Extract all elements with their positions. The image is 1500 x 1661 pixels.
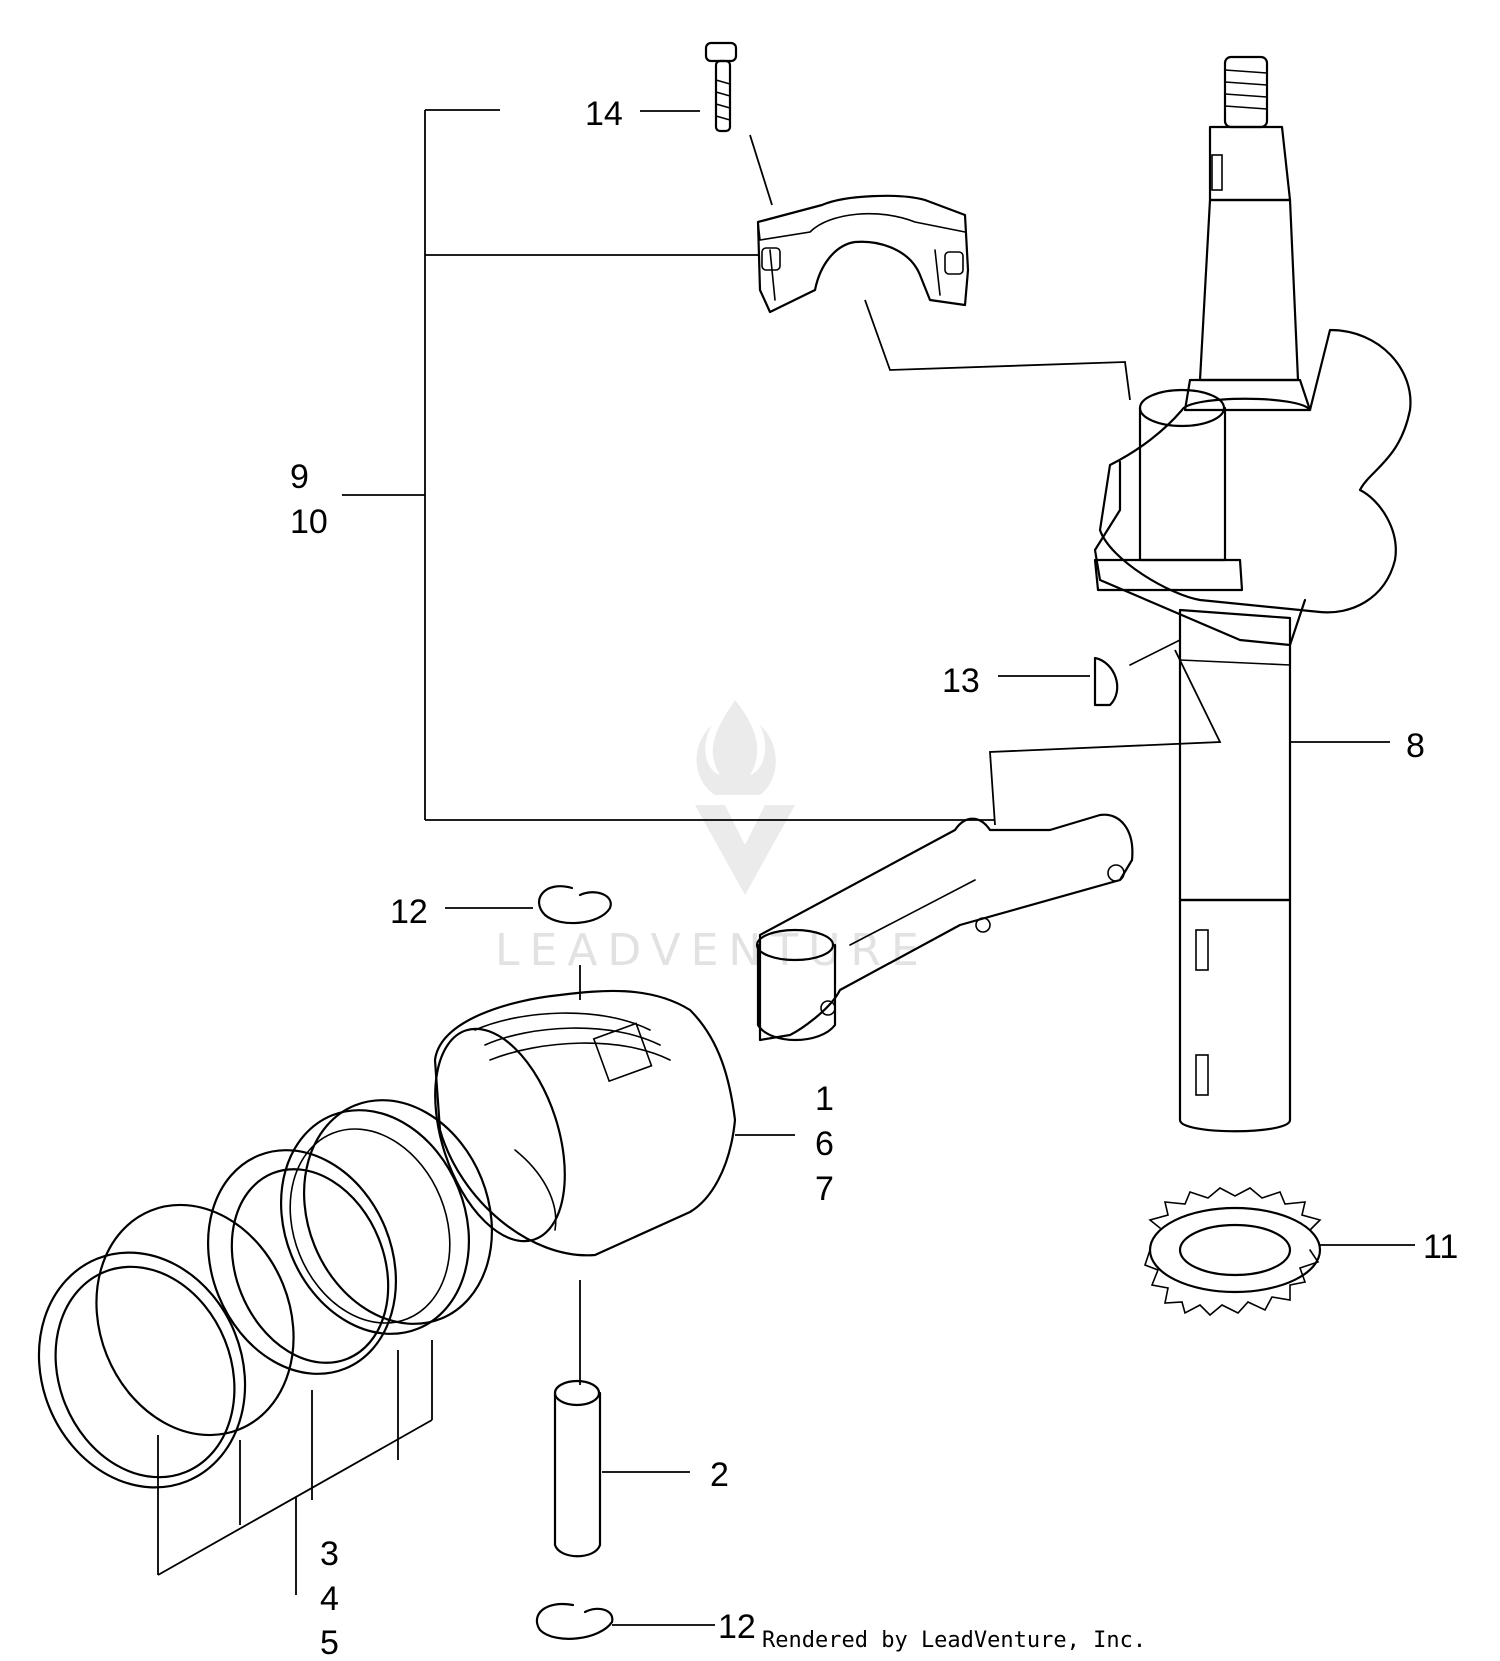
footer-credit: Rendered by LeadVenture, Inc. — [762, 1628, 1146, 1653]
callout-7: 7 — [815, 1170, 834, 1208]
piston-pin-part — [553, 1280, 690, 1558]
callout-14: 14 — [585, 95, 623, 133]
rod-cap-part — [756, 194, 1131, 401]
callout-8: 8 — [1406, 727, 1425, 765]
v-logo-icon — [695, 805, 795, 895]
piston-part — [433, 965, 795, 1257]
callout-12-bottom: 12 — [718, 1608, 756, 1646]
callout-5: 5 — [320, 1624, 339, 1656]
callout-13: 13 — [942, 662, 980, 700]
callout-12-top: 12 — [390, 893, 428, 931]
callout-2: 2 — [710, 1456, 729, 1494]
callout-11: 11 — [1423, 1228, 1458, 1266]
circlip-bottom-part — [535, 1602, 715, 1640]
piston-rings-part — [37, 1099, 494, 1595]
flame-logo-icon — [696, 700, 776, 795]
crankshaft-part — [1093, 55, 1412, 1133]
leadventure-watermark: LEADVENTURE — [495, 700, 929, 976]
bracket-9-10 — [342, 109, 995, 821]
callout-4: 4 — [320, 1580, 339, 1618]
callout-3: 3 — [320, 1535, 339, 1573]
callout-1: 1 — [815, 1080, 834, 1118]
crank-gear-part — [1143, 1187, 1415, 1317]
connecting-rod-part — [755, 649, 1222, 1042]
circlip-top-part — [445, 885, 612, 925]
callout-9: 9 — [290, 458, 309, 496]
key-part — [998, 639, 1181, 707]
watermark-text: LEADVENTURE — [495, 925, 929, 976]
callout-6: 6 — [815, 1125, 834, 1163]
callout-10: 10 — [290, 503, 328, 541]
bolt-part — [704, 41, 773, 206]
